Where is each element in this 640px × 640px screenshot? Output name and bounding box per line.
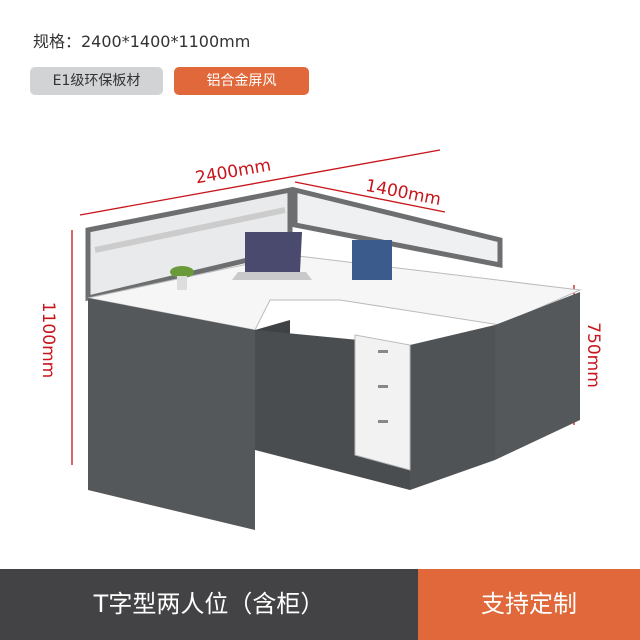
desk-left-panel xyxy=(88,298,255,530)
screen-tag: 铝合金屏风 xyxy=(174,67,309,95)
height-dimension: 1100mm xyxy=(38,301,59,379)
drawer-pedestal xyxy=(354,334,411,471)
desk-right-panel xyxy=(495,292,580,460)
product-title: T字型两人位（含柜） xyxy=(0,569,418,640)
laptop xyxy=(245,232,302,272)
plant xyxy=(170,266,194,278)
footer-bar: T字型两人位（含柜） 支持定制 xyxy=(0,569,640,640)
spec-text: 规格：2400*1400*1100mm xyxy=(33,32,251,51)
desk-top xyxy=(87,254,582,331)
customize-button[interactable]: 支持定制 xyxy=(418,569,640,640)
desk-illustration xyxy=(71,149,582,530)
screen-right xyxy=(292,186,503,269)
desk-height-dimension: 750mm xyxy=(582,322,603,388)
file-organizer xyxy=(352,240,392,280)
material-tag: E1级环保板材 xyxy=(30,67,163,95)
